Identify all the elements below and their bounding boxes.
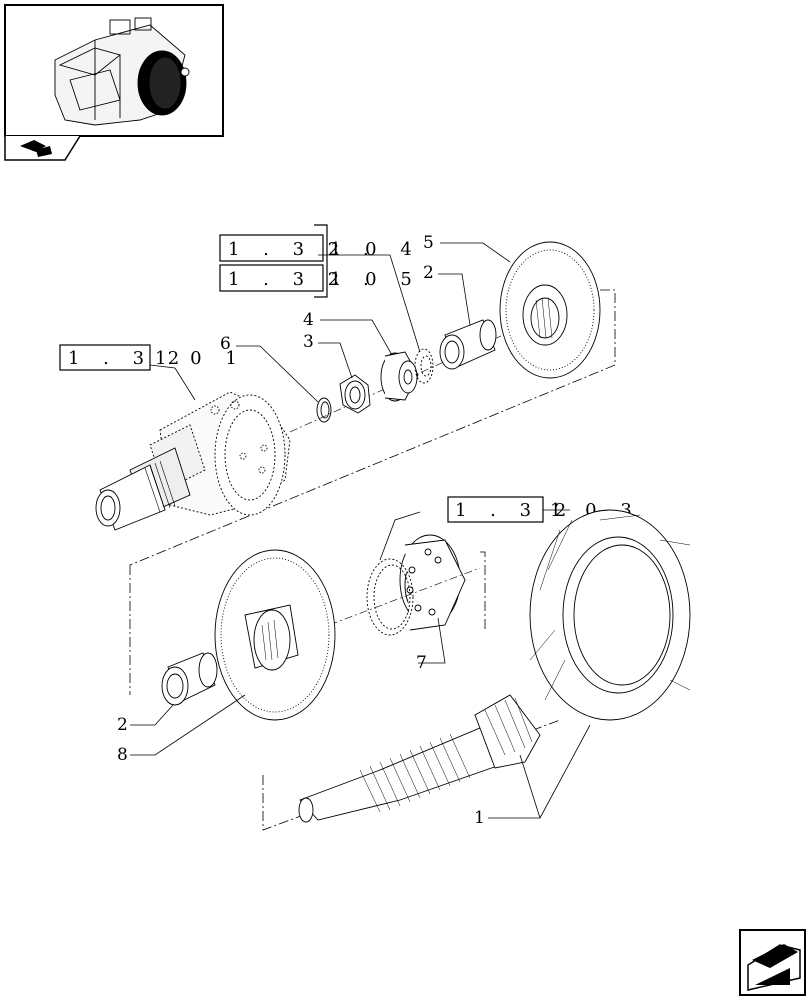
bearing-lower[interactable] bbox=[399, 534, 466, 631]
ref-tail-text: 1 0 4 bbox=[330, 239, 421, 260]
differential-housing[interactable] bbox=[95, 391, 291, 531]
ref-1-32-101[interactable]: 1 . 3 2 1 0 1 bbox=[59, 344, 246, 371]
pinion-shaft[interactable] bbox=[298, 694, 541, 823]
callout-5: 5 bbox=[423, 233, 434, 253]
bushing-upper[interactable] bbox=[439, 319, 497, 370]
thumbnail-panel[interactable] bbox=[4, 4, 224, 161]
ref-bracket bbox=[314, 224, 328, 298]
transmission-housing-thumbnail bbox=[54, 17, 190, 126]
bushing-lower[interactable] bbox=[161, 652, 218, 706]
spur-gear-upper[interactable] bbox=[499, 241, 601, 379]
page-arrow-icon[interactable] bbox=[739, 929, 806, 996]
callout-3: 3 bbox=[303, 332, 314, 352]
leader-lines bbox=[130, 242, 591, 819]
ref-box-text: 1 . 3 2 bbox=[68, 348, 188, 369]
book-arrow-icon[interactable] bbox=[20, 140, 52, 157]
ref-tail-text: 1 0 1 bbox=[155, 348, 246, 369]
callout-1: 1 bbox=[474, 808, 485, 828]
housing-spline-shaft bbox=[95, 460, 176, 531]
callout-2-lower: 2 bbox=[117, 715, 128, 735]
callout-2-upper: 2 bbox=[423, 263, 434, 283]
shim-ring-lower[interactable] bbox=[366, 558, 414, 636]
ref-1-32-103[interactable]: 1 . 3 2 . 1 0 3 bbox=[447, 496, 641, 523]
shim-washer[interactable] bbox=[414, 348, 434, 384]
callout-4: 4 bbox=[303, 310, 314, 330]
callout-labels: 5 2 4 3 6 7 2 8 1 bbox=[117, 233, 485, 828]
snap-ring[interactable] bbox=[316, 397, 332, 423]
callout-8: 8 bbox=[117, 745, 128, 765]
ref-tail-text: 1 0 5 bbox=[330, 269, 421, 290]
callout-7: 7 bbox=[416, 653, 427, 673]
ref-1-32-105[interactable]: 1 . 3 2 . 1 0 5 bbox=[219, 264, 421, 292]
ref-box-text: 1 . 3 2 . bbox=[455, 500, 605, 521]
ref-box-text: 1 . 3 2 . bbox=[228, 269, 378, 290]
assembly-outline-upper bbox=[129, 289, 616, 695]
callout-6: 6 bbox=[220, 334, 231, 354]
crown-wheel[interactable] bbox=[529, 509, 691, 721]
bearing[interactable] bbox=[380, 351, 419, 402]
nut[interactable] bbox=[339, 374, 371, 414]
spur-gear-lower[interactable] bbox=[214, 549, 336, 721]
